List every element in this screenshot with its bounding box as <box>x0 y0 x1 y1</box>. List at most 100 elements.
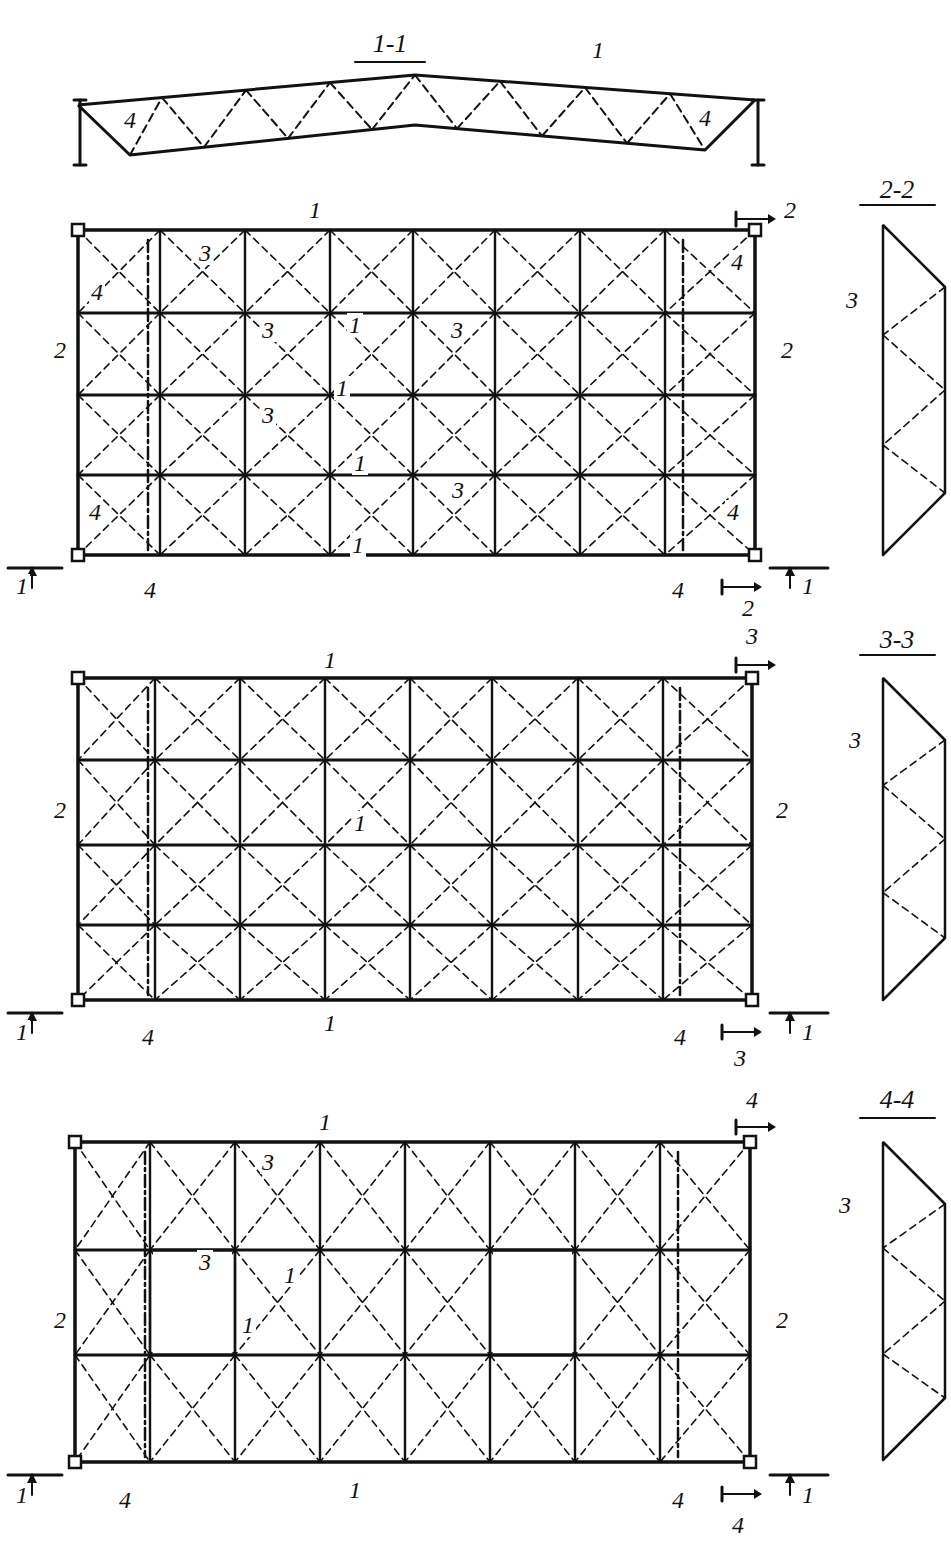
cross-brace <box>660 1250 750 1355</box>
cross-brace <box>492 678 578 760</box>
section-title: 1-1 <box>371 31 410 57</box>
cross-brace <box>240 760 325 845</box>
cross-brace <box>240 845 325 925</box>
truss-web <box>457 81 500 128</box>
column-square <box>744 1456 756 1468</box>
cross-brace <box>490 1355 575 1462</box>
truss-line <box>753 230 757 555</box>
cross-brace <box>325 925 410 1000</box>
callout-number: 3 <box>197 1250 213 1274</box>
column-square <box>744 1136 756 1148</box>
callout-number: 1 <box>800 1483 816 1507</box>
cross-brace <box>490 1355 575 1462</box>
column-square <box>69 1136 81 1148</box>
callout-number: 2 <box>779 338 795 362</box>
side-web <box>883 1204 945 1248</box>
cross-brace <box>150 1142 235 1250</box>
callout-number: 1 <box>322 648 338 672</box>
side-web <box>883 1142 945 1204</box>
cross-brace <box>665 475 755 555</box>
cross-brace <box>578 845 663 925</box>
cross-brace <box>578 760 663 845</box>
cross-brace <box>245 395 330 475</box>
callout-number: 1 <box>240 1313 256 1337</box>
cross-brace <box>663 925 752 1000</box>
callout-number: 2 <box>52 798 68 822</box>
callout-number: 2 <box>782 198 798 222</box>
side-web <box>883 1354 945 1398</box>
cross-brace <box>155 760 240 845</box>
side-web <box>883 335 945 390</box>
cross-brace <box>75 1355 150 1462</box>
column-square <box>72 224 84 236</box>
purlin-line <box>78 924 752 927</box>
truss-line <box>412 230 414 555</box>
section-arrow <box>754 582 762 592</box>
callout-number: 1 <box>322 1011 338 1035</box>
cross-brace <box>330 395 413 475</box>
purlin-line <box>150 1354 235 1357</box>
side-web <box>883 287 945 335</box>
cross-brace <box>580 230 665 313</box>
cross-brace <box>235 1250 320 1355</box>
vertical-brace <box>682 240 685 550</box>
callout-number: 1 <box>352 811 368 835</box>
callout-number: 1 <box>800 1020 816 1044</box>
side-web <box>883 390 945 445</box>
cross-brace <box>410 760 492 845</box>
column-square <box>72 994 84 1006</box>
column-flange <box>74 164 86 167</box>
cross-brace <box>405 1250 490 1355</box>
purlin-line <box>78 759 752 762</box>
cross-brace <box>578 678 663 760</box>
callout-number: 3 <box>450 478 466 502</box>
truss-line <box>76 678 80 1000</box>
truss-line <box>577 678 579 1000</box>
cross-brace <box>78 678 155 760</box>
section-arrow <box>768 1122 776 1132</box>
callout-number: 4 <box>672 1025 688 1049</box>
purlin-line <box>78 312 755 315</box>
cross-brace <box>665 230 755 313</box>
section-arrow <box>785 1011 795 1021</box>
cross-brace <box>155 760 240 845</box>
cross-brace <box>492 845 578 925</box>
cross-brace <box>78 760 155 845</box>
cross-brace <box>155 845 240 925</box>
cross-brace <box>495 230 580 313</box>
cross-brace <box>155 678 240 760</box>
cross-brace <box>240 925 325 1000</box>
truss-web <box>330 83 372 130</box>
section-marker <box>722 1031 754 1033</box>
cross-brace <box>245 395 330 475</box>
side-web <box>883 893 945 938</box>
callout-number: 4 <box>122 108 138 132</box>
cross-brace <box>155 925 240 1000</box>
cross-brace <box>155 845 240 925</box>
cross-brace <box>490 1142 575 1250</box>
title-underline <box>860 204 935 206</box>
truss-line <box>404 1142 406 1462</box>
cross-brace <box>575 1250 660 1355</box>
purlin-line <box>75 1140 750 1144</box>
cross-brace <box>160 475 245 555</box>
cross-brace <box>665 313 755 395</box>
callout-number: 2 <box>774 1308 790 1332</box>
column-square <box>69 1456 81 1468</box>
cross-brace <box>413 230 495 313</box>
column-square <box>749 549 761 561</box>
side-section-outline <box>883 1142 945 1460</box>
cross-brace <box>490 1142 575 1250</box>
cross-brace <box>330 395 413 475</box>
callout-number: 4 <box>670 1488 686 1512</box>
section-marker <box>736 664 768 666</box>
section-marker <box>770 567 828 570</box>
section-marker <box>722 586 754 588</box>
cross-brace <box>660 1142 750 1250</box>
side-web <box>883 740 945 785</box>
cross-brace <box>405 1142 490 1250</box>
vertical-brace <box>144 1152 147 1457</box>
purlin-line <box>78 998 752 1002</box>
cross-brace <box>663 760 752 845</box>
